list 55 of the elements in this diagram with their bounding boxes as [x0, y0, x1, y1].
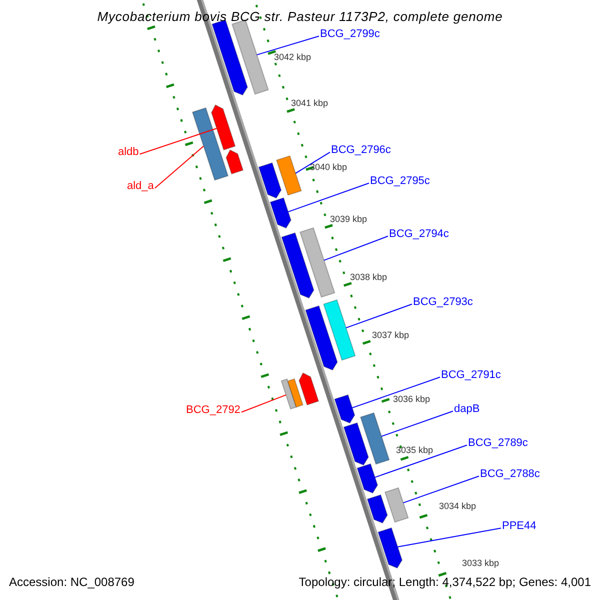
scale-label: 3034 kbp [439, 502, 476, 511]
scale-label: 3040 kbp [310, 163, 348, 172]
gene-feature [298, 372, 320, 406]
leader-line [352, 376, 440, 408]
leader-line [324, 236, 388, 261]
leader-line [154, 146, 204, 189]
gene-label: BCG_2788c [480, 469, 540, 480]
gene-block [384, 487, 409, 523]
leader-line [346, 304, 412, 328]
gene-feature [334, 394, 356, 424]
gene-feature [226, 149, 244, 174]
gene-label: BCG_2793c [413, 297, 473, 308]
gene-label: BCG_2795c [370, 176, 430, 187]
gene-feature [281, 232, 314, 299]
accession-text: Accession: NC_008769 [9, 576, 134, 588]
gene-block [299, 227, 336, 298]
scale-label: 3042 kbp [274, 53, 312, 62]
gene-label: PPE44 [502, 521, 536, 532]
gene-label: aldb [118, 147, 139, 158]
gene-label: BCG_2796c [331, 145, 391, 156]
scale-label: 3039 kbp [330, 215, 368, 224]
leader-line [295, 152, 330, 174]
gene-block [322, 299, 356, 361]
gene-feature [366, 494, 388, 524]
genome-stats-text: Topology: circular; Length: 4,374,522 bp; Genes: 4,001 [298, 576, 591, 588]
gene-label: BCG_2794c [389, 229, 449, 240]
gene-label: BCG_2799c [320, 29, 380, 40]
gene-label: BCG_2791c [441, 370, 501, 381]
gene-feature [304, 305, 338, 371]
leader-line [288, 182, 370, 212]
gene-block [360, 412, 390, 465]
gene-feature [343, 422, 369, 466]
leader-line [240, 394, 286, 413]
scale-label: 3035 kbp [396, 446, 434, 455]
scale-label: 3036 kbp [393, 395, 430, 404]
scale-label: 3038 kbp [350, 273, 388, 282]
scale-label: 3037 kbp [372, 331, 410, 340]
gene-feature [211, 104, 236, 150]
gene-block [287, 378, 304, 408]
gene-label: ald_a [127, 181, 154, 192]
scale-label: 3033 kbp [462, 559, 500, 568]
gene-block [192, 107, 229, 181]
gene-feature [258, 162, 282, 199]
scale-label: 3041 kbp [291, 99, 328, 108]
gene-feature [378, 527, 403, 569]
gene-label: BCG_2792 [186, 405, 240, 416]
gene-feature [356, 463, 378, 494]
leader-line [374, 444, 468, 478]
leader-line [397, 528, 502, 548]
gene-label: dapB [454, 404, 480, 415]
gene-label: BCG_2789c [468, 438, 528, 449]
gene-feature [270, 197, 292, 229]
title: Mycobacterium bovis BCG str. Pasteur 1173P2, complete genome [96, 10, 504, 23]
gene-block [276, 155, 302, 196]
leader-line [139, 128, 218, 155]
